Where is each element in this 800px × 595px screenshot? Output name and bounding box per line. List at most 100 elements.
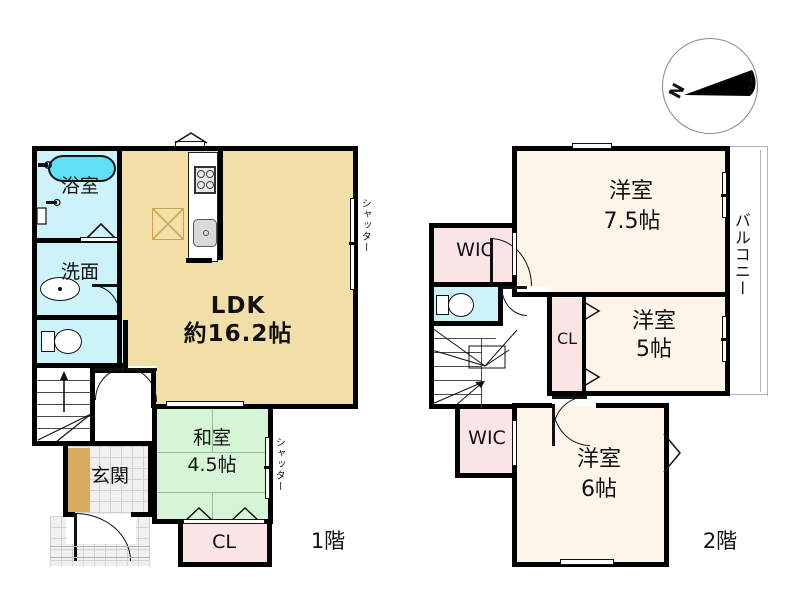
western2-window-nib bbox=[721, 338, 728, 341]
wall-genkan-bottom-right bbox=[131, 512, 153, 517]
stair2-riser bbox=[481, 338, 483, 408]
pillar-marker bbox=[152, 208, 184, 240]
kitchen-wall-right bbox=[218, 146, 223, 260]
wall-bath-bottom bbox=[32, 238, 122, 243]
wall-genkan-top bbox=[63, 441, 153, 446]
stove-burner bbox=[197, 170, 205, 178]
wall-western1-left bbox=[512, 146, 517, 294]
wall-closet1-bottom bbox=[178, 562, 272, 567]
entrance-door-leaf[interactable] bbox=[74, 513, 77, 561]
pillar-x-icon bbox=[152, 208, 184, 240]
room-fill-ldk bbox=[122, 146, 354, 404]
stove-burner bbox=[206, 181, 214, 189]
toilet2-bowl bbox=[448, 293, 474, 317]
western1-door-leaf[interactable] bbox=[490, 238, 493, 286]
western3-closet-door-icon[interactable] bbox=[662, 432, 684, 476]
wall-western3-top2 bbox=[596, 403, 669, 408]
wall-toilet2-bottom bbox=[429, 321, 503, 326]
toilet1-bowl bbox=[54, 329, 82, 354]
western3-bottom-window[interactable] bbox=[560, 559, 614, 565]
wall-washroom-bottom bbox=[32, 315, 122, 320]
balcony-inner-line bbox=[760, 150, 762, 392]
room-label-closet2: CL bbox=[556, 329, 578, 348]
room-fill-closet1 bbox=[181, 524, 269, 566]
closet2-door-icon[interactable] bbox=[582, 300, 602, 392]
toilet2-door-leaf[interactable] bbox=[501, 286, 527, 289]
balcony-label: バルコニー bbox=[731, 212, 751, 297]
wall-ldk-bottom bbox=[268, 404, 358, 409]
stair2-step bbox=[434, 380, 482, 382]
stair2-step bbox=[434, 352, 482, 354]
wall-toilet2-right bbox=[498, 286, 503, 326]
stair2-step bbox=[434, 338, 496, 340]
western1-top-window[interactable] bbox=[572, 143, 612, 149]
wall-western2-bottom bbox=[547, 391, 730, 396]
room-label-closet1: CL bbox=[212, 531, 236, 553]
western1-window-nib bbox=[721, 194, 728, 197]
washitsu-shutter-nib bbox=[264, 466, 271, 469]
hall-door-leaf[interactable] bbox=[95, 368, 125, 371]
wall-hall-bottom bbox=[32, 441, 68, 446]
wall-western1-right bbox=[725, 146, 730, 294]
shutter-label-washitsu: シャッター bbox=[273, 437, 285, 492]
stair2-step bbox=[434, 394, 482, 396]
balcony-outline-bottom bbox=[727, 394, 768, 396]
room-label-ldk: LDK bbox=[210, 293, 266, 319]
washroom-door-leaf[interactable] bbox=[92, 284, 120, 287]
room-fill-western3 bbox=[515, 406, 667, 566]
closet1-door-panel[interactable] bbox=[183, 519, 265, 524]
western2-door-leaf[interactable] bbox=[552, 396, 587, 399]
tatami-grid-line bbox=[212, 406, 213, 452]
wall-closet1-left bbox=[178, 521, 183, 566]
balcony-outline-top bbox=[727, 146, 768, 148]
wall-genkan-left bbox=[63, 441, 68, 516]
wall-toilet1-bottom bbox=[32, 363, 128, 368]
wall-wic-top-left bbox=[429, 223, 434, 287]
washitsu-sliding-door[interactable] bbox=[166, 401, 244, 407]
ldk-shutter-nib bbox=[349, 242, 356, 245]
room-area-washitsu: 4.5帖 bbox=[187, 454, 237, 476]
toilet1-tank bbox=[41, 331, 55, 352]
room-label-bath: 浴室 bbox=[60, 175, 99, 197]
ldk-top-window bbox=[175, 141, 205, 147]
closet1-door-icon[interactable] bbox=[183, 505, 265, 523]
bath-door-icon[interactable] bbox=[84, 222, 118, 242]
room-fill-wic-bot bbox=[458, 406, 516, 474]
room-fill-closet2 bbox=[550, 298, 585, 394]
western3-door-leaf[interactable] bbox=[552, 404, 555, 446]
wic-top-door[interactable] bbox=[512, 232, 517, 276]
stove-burner bbox=[197, 181, 205, 189]
bathtub bbox=[48, 155, 116, 182]
genkan-step bbox=[68, 448, 90, 512]
room-label-wic-top: WIC bbox=[456, 239, 494, 261]
room-label-washroom: 洗面 bbox=[60, 261, 99, 283]
stair-up-arrow-icon bbox=[37, 371, 92, 443]
wic-bot-door[interactable] bbox=[512, 420, 517, 466]
room-area-western1: 7.5帖 bbox=[603, 209, 661, 234]
bath-faucet-icon bbox=[38, 161, 52, 169]
room-label-western2: 洋室 bbox=[631, 309, 676, 334]
wall-exterior-left bbox=[32, 146, 37, 446]
bath-door-panel[interactable] bbox=[80, 237, 118, 242]
wall-genkan-bottom-left bbox=[63, 512, 75, 517]
washbasin-drain bbox=[58, 287, 62, 291]
shutter-label-ldk: シャッター bbox=[359, 198, 371, 253]
room-label-genkan: 玄関 bbox=[90, 465, 129, 487]
hall-ldk-door-leaf[interactable] bbox=[126, 368, 157, 371]
kitchen-faucet-icon bbox=[203, 230, 209, 236]
wall-toilet1-right bbox=[123, 320, 128, 368]
wall-bath-ldk bbox=[117, 146, 122, 368]
room-label-washitsu: 和室 bbox=[192, 427, 231, 449]
tatami-grid-line bbox=[152, 452, 272, 453]
wall-western2-left bbox=[547, 292, 552, 396]
wall-washitsu-left bbox=[152, 404, 157, 524]
north-arrow: N bbox=[662, 38, 758, 134]
floor1-label: 1階 bbox=[310, 529, 346, 553]
wall-stair2-left bbox=[429, 321, 434, 409]
tatami-grid-line bbox=[212, 492, 213, 520]
wall-closet2-right bbox=[582, 297, 586, 393]
porch-line bbox=[50, 546, 150, 547]
wall-washitsu-right bbox=[268, 404, 273, 524]
ldk-top-window-icon bbox=[174, 132, 208, 144]
wall-wic-bot-bottom bbox=[455, 473, 517, 478]
